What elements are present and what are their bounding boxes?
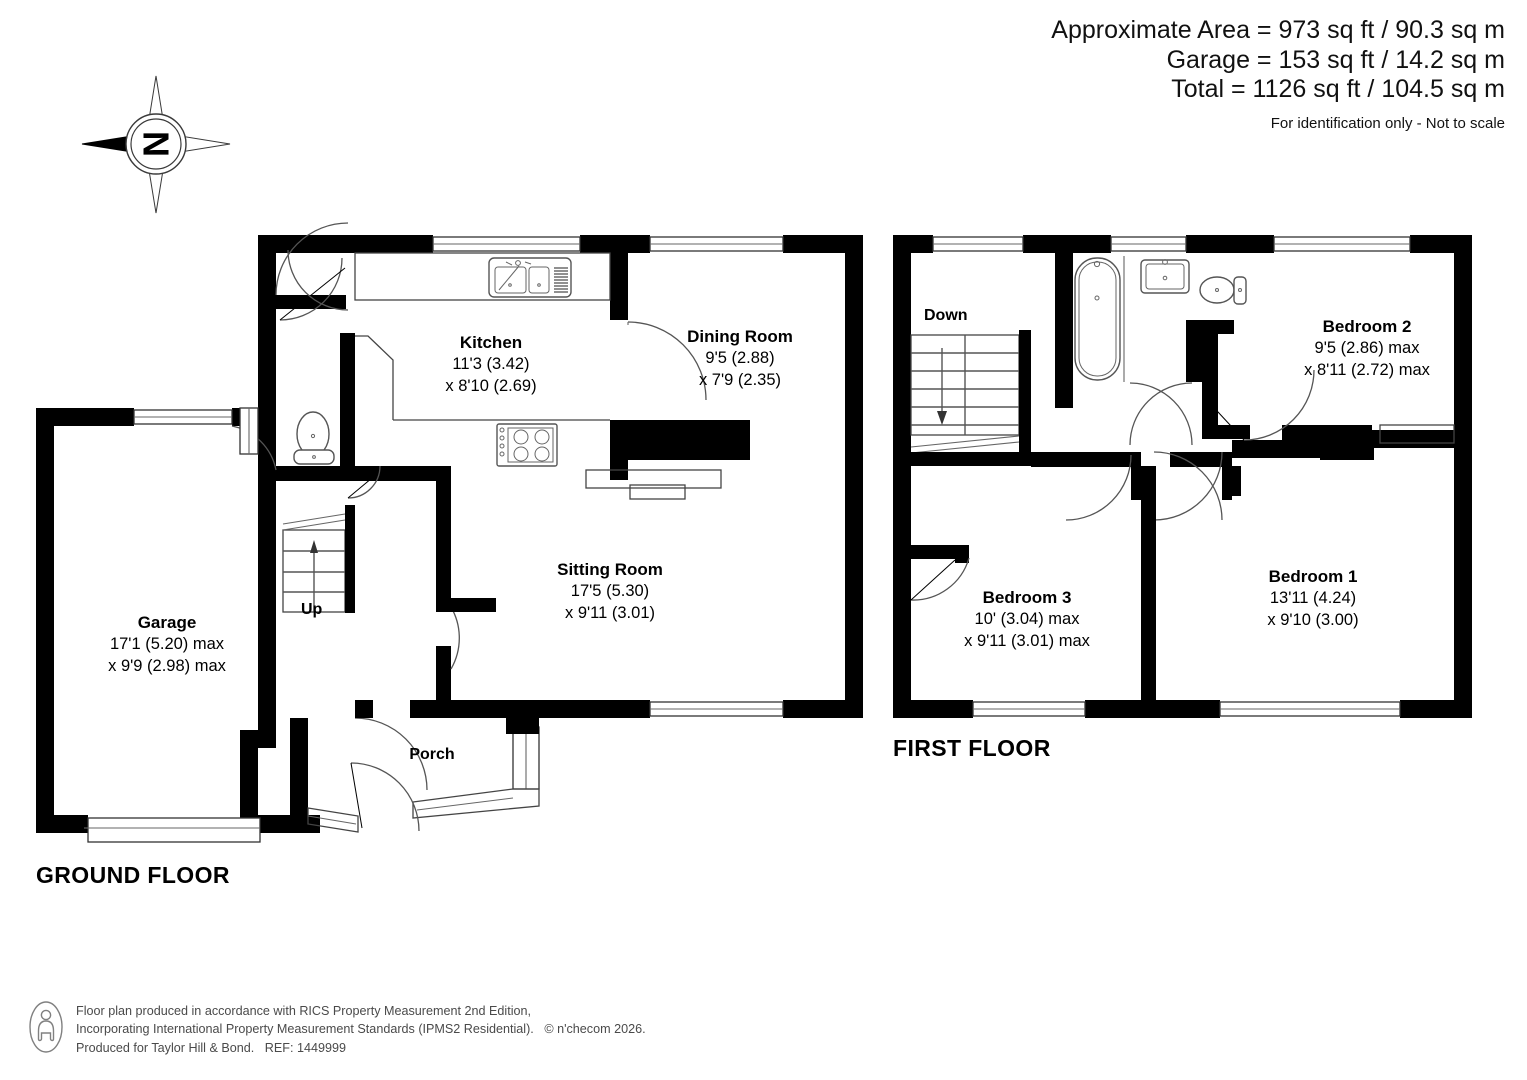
bedroom-3-dim2: x 9'11 (3.01) max xyxy=(964,631,1090,650)
sitting-room-name: Sitting Room xyxy=(557,560,663,579)
door-hall-to-kitchen xyxy=(287,249,349,311)
window-bedroom3-front xyxy=(972,701,1086,717)
garage-area-text: Garage = 153 sq ft / 14.2 sq m xyxy=(1166,45,1505,74)
kitchen-dim1: 11'3 (3.42) xyxy=(452,355,530,374)
room-label-kitchen: Kitchen 11'3 (3.42) x 8'10 (2.69) xyxy=(445,332,536,397)
compass-rose-icon: N xyxy=(81,75,231,214)
bedroom-1-dim2: x 9'10 (3.00) xyxy=(1267,610,1359,629)
kitchen-name: Kitchen xyxy=(459,333,523,352)
footer-line-1: Floor plan produced in accordance with R… xyxy=(76,1004,532,1018)
wc-toilet-fixture xyxy=(293,411,335,465)
garage-name: Garage xyxy=(137,613,197,632)
garage-dim2: x 9'9 (2.98) max xyxy=(108,656,226,675)
room-label-dining-room: Dining Room 9'5 (2.88) x 7'9 (2.35) xyxy=(687,326,793,391)
first-floor-plan xyxy=(893,235,1472,718)
garage-structure xyxy=(36,408,320,843)
door-hall-to-sitting xyxy=(436,598,496,670)
footer-copyright: © n'checom 2026. xyxy=(544,1022,646,1037)
bedroom-2-dim1: 9'5 (2.86) max xyxy=(1314,339,1420,358)
footer-line-2-text: Incorporating International Property Mea… xyxy=(76,1022,534,1037)
door-kitchen-to-dining xyxy=(627,321,707,401)
footer-produced-for: Produced for Taylor Hill & Bond. xyxy=(76,1040,255,1055)
footer-text: Floor plan produced in accordance with R… xyxy=(76,1000,646,1057)
sitting-room-dim1: 17'5 (5.30) xyxy=(570,582,650,601)
kitchen-sink-fixture xyxy=(488,257,572,298)
porch-structure xyxy=(290,700,540,833)
window-kitchen-front xyxy=(432,236,581,252)
window-landing-rear xyxy=(932,236,1024,252)
stairs-up-label: Up xyxy=(301,601,323,618)
sitting-room-dim2: x 9'11 (3.01) xyxy=(565,603,655,622)
basin-fixture xyxy=(1140,259,1190,294)
approximate-area-text: Approximate Area = 973 sq ft / 90.3 sq m xyxy=(1051,16,1505,44)
dining-room-dim1: 9'5 (2.88) xyxy=(705,349,775,368)
footer-line-3: Produced for Taylor Hill & Bond. REF: 14… xyxy=(76,1039,646,1057)
staircase-ground xyxy=(282,465,381,613)
landing-structure xyxy=(1031,369,1472,521)
bath-fixture xyxy=(1074,257,1121,381)
wc-fixture-bathroom xyxy=(1199,276,1247,305)
room-label-bedroom-2: Bedroom 2 9'5 (2.86) max x 8'11 (2.72) m… xyxy=(1304,316,1430,381)
footer-line-2: Incorporating International Property Mea… xyxy=(76,1020,646,1038)
room-label-garage: Garage 17'1 (5.20) max x 9'9 (2.98) max xyxy=(108,612,226,677)
footer-reference: REF: 1449999 xyxy=(264,1040,346,1055)
window-hall-side xyxy=(239,407,259,455)
kitchen-dim2: x 8'10 (2.69) xyxy=(445,376,537,395)
kitchen-hob-fixture xyxy=(496,423,558,467)
room-label-sitting-room: Sitting Room 17'5 (5.30) x 9'11 (3.01) xyxy=(557,559,663,624)
bedroom-1-dim1: 13'11 (4.24) xyxy=(1269,589,1357,608)
scale-disclaimer-text: For identification only - Not to scale xyxy=(1270,114,1505,132)
airing-cupboard-shelf xyxy=(1379,424,1455,444)
window-bathroom-rear xyxy=(1110,236,1187,252)
bedroom-2-name: Bedroom 2 xyxy=(1322,317,1412,336)
dining-room-name: Dining Room xyxy=(687,327,793,346)
dining-room-dim2: x 7'9 (2.35) xyxy=(698,370,782,389)
room-label-porch: Porch xyxy=(409,745,454,766)
stairs-down-label: Down xyxy=(924,307,968,324)
person-icon xyxy=(29,1001,63,1053)
kitchen-worktop-top xyxy=(354,252,611,301)
compass-north-letter: N xyxy=(136,131,177,157)
garage-dim1: 17'1 (5.20) max xyxy=(109,635,225,654)
garage-door xyxy=(84,817,261,843)
ground-floor-plan xyxy=(36,222,863,843)
staircase-first xyxy=(893,330,1031,466)
bedroom-3-dim1: 10' (3.04) max xyxy=(974,610,1080,629)
ground-floor-title: GROUND FLOOR xyxy=(36,862,230,888)
footer: Floor plan produced in accordance with R… xyxy=(28,1000,646,1057)
bedroom-2-dim2: x 8'11 (2.72) max xyxy=(1304,360,1430,379)
window-sitting-front xyxy=(649,701,784,717)
bedroom-3-name: Bedroom 3 xyxy=(982,588,1072,607)
bathroom-structure xyxy=(1055,253,1250,446)
total-area-text: Total = 1126 sq ft / 104.5 sq m xyxy=(1171,75,1505,103)
bedroom-1-name: Bedroom 1 xyxy=(1268,567,1358,586)
front-door-hall xyxy=(275,222,349,321)
window-dining-front xyxy=(649,236,784,252)
window-porch-right xyxy=(512,726,540,790)
loft-hatch-bedroom3 xyxy=(910,545,970,601)
window-bedroom2-rear xyxy=(1273,236,1411,252)
room-label-bedroom-1: Bedroom 1 13'11 (4.24) x 9'10 (3.00) xyxy=(1267,566,1358,631)
kitchen-worktop-bottom xyxy=(355,335,610,421)
window-garage-side xyxy=(133,409,233,425)
room-label-bedroom-3: Bedroom 3 10' (3.04) max x 9'11 (3.01) m… xyxy=(964,587,1090,652)
dining-room-opening xyxy=(585,469,722,500)
window-bedroom1-front xyxy=(1219,701,1401,717)
first-floor-title: FIRST FLOOR xyxy=(893,735,1051,761)
area-summary: Approximate Area = 973 sq ft / 90.3 sq m… xyxy=(1051,16,1505,132)
porch-name: Porch xyxy=(409,746,455,763)
